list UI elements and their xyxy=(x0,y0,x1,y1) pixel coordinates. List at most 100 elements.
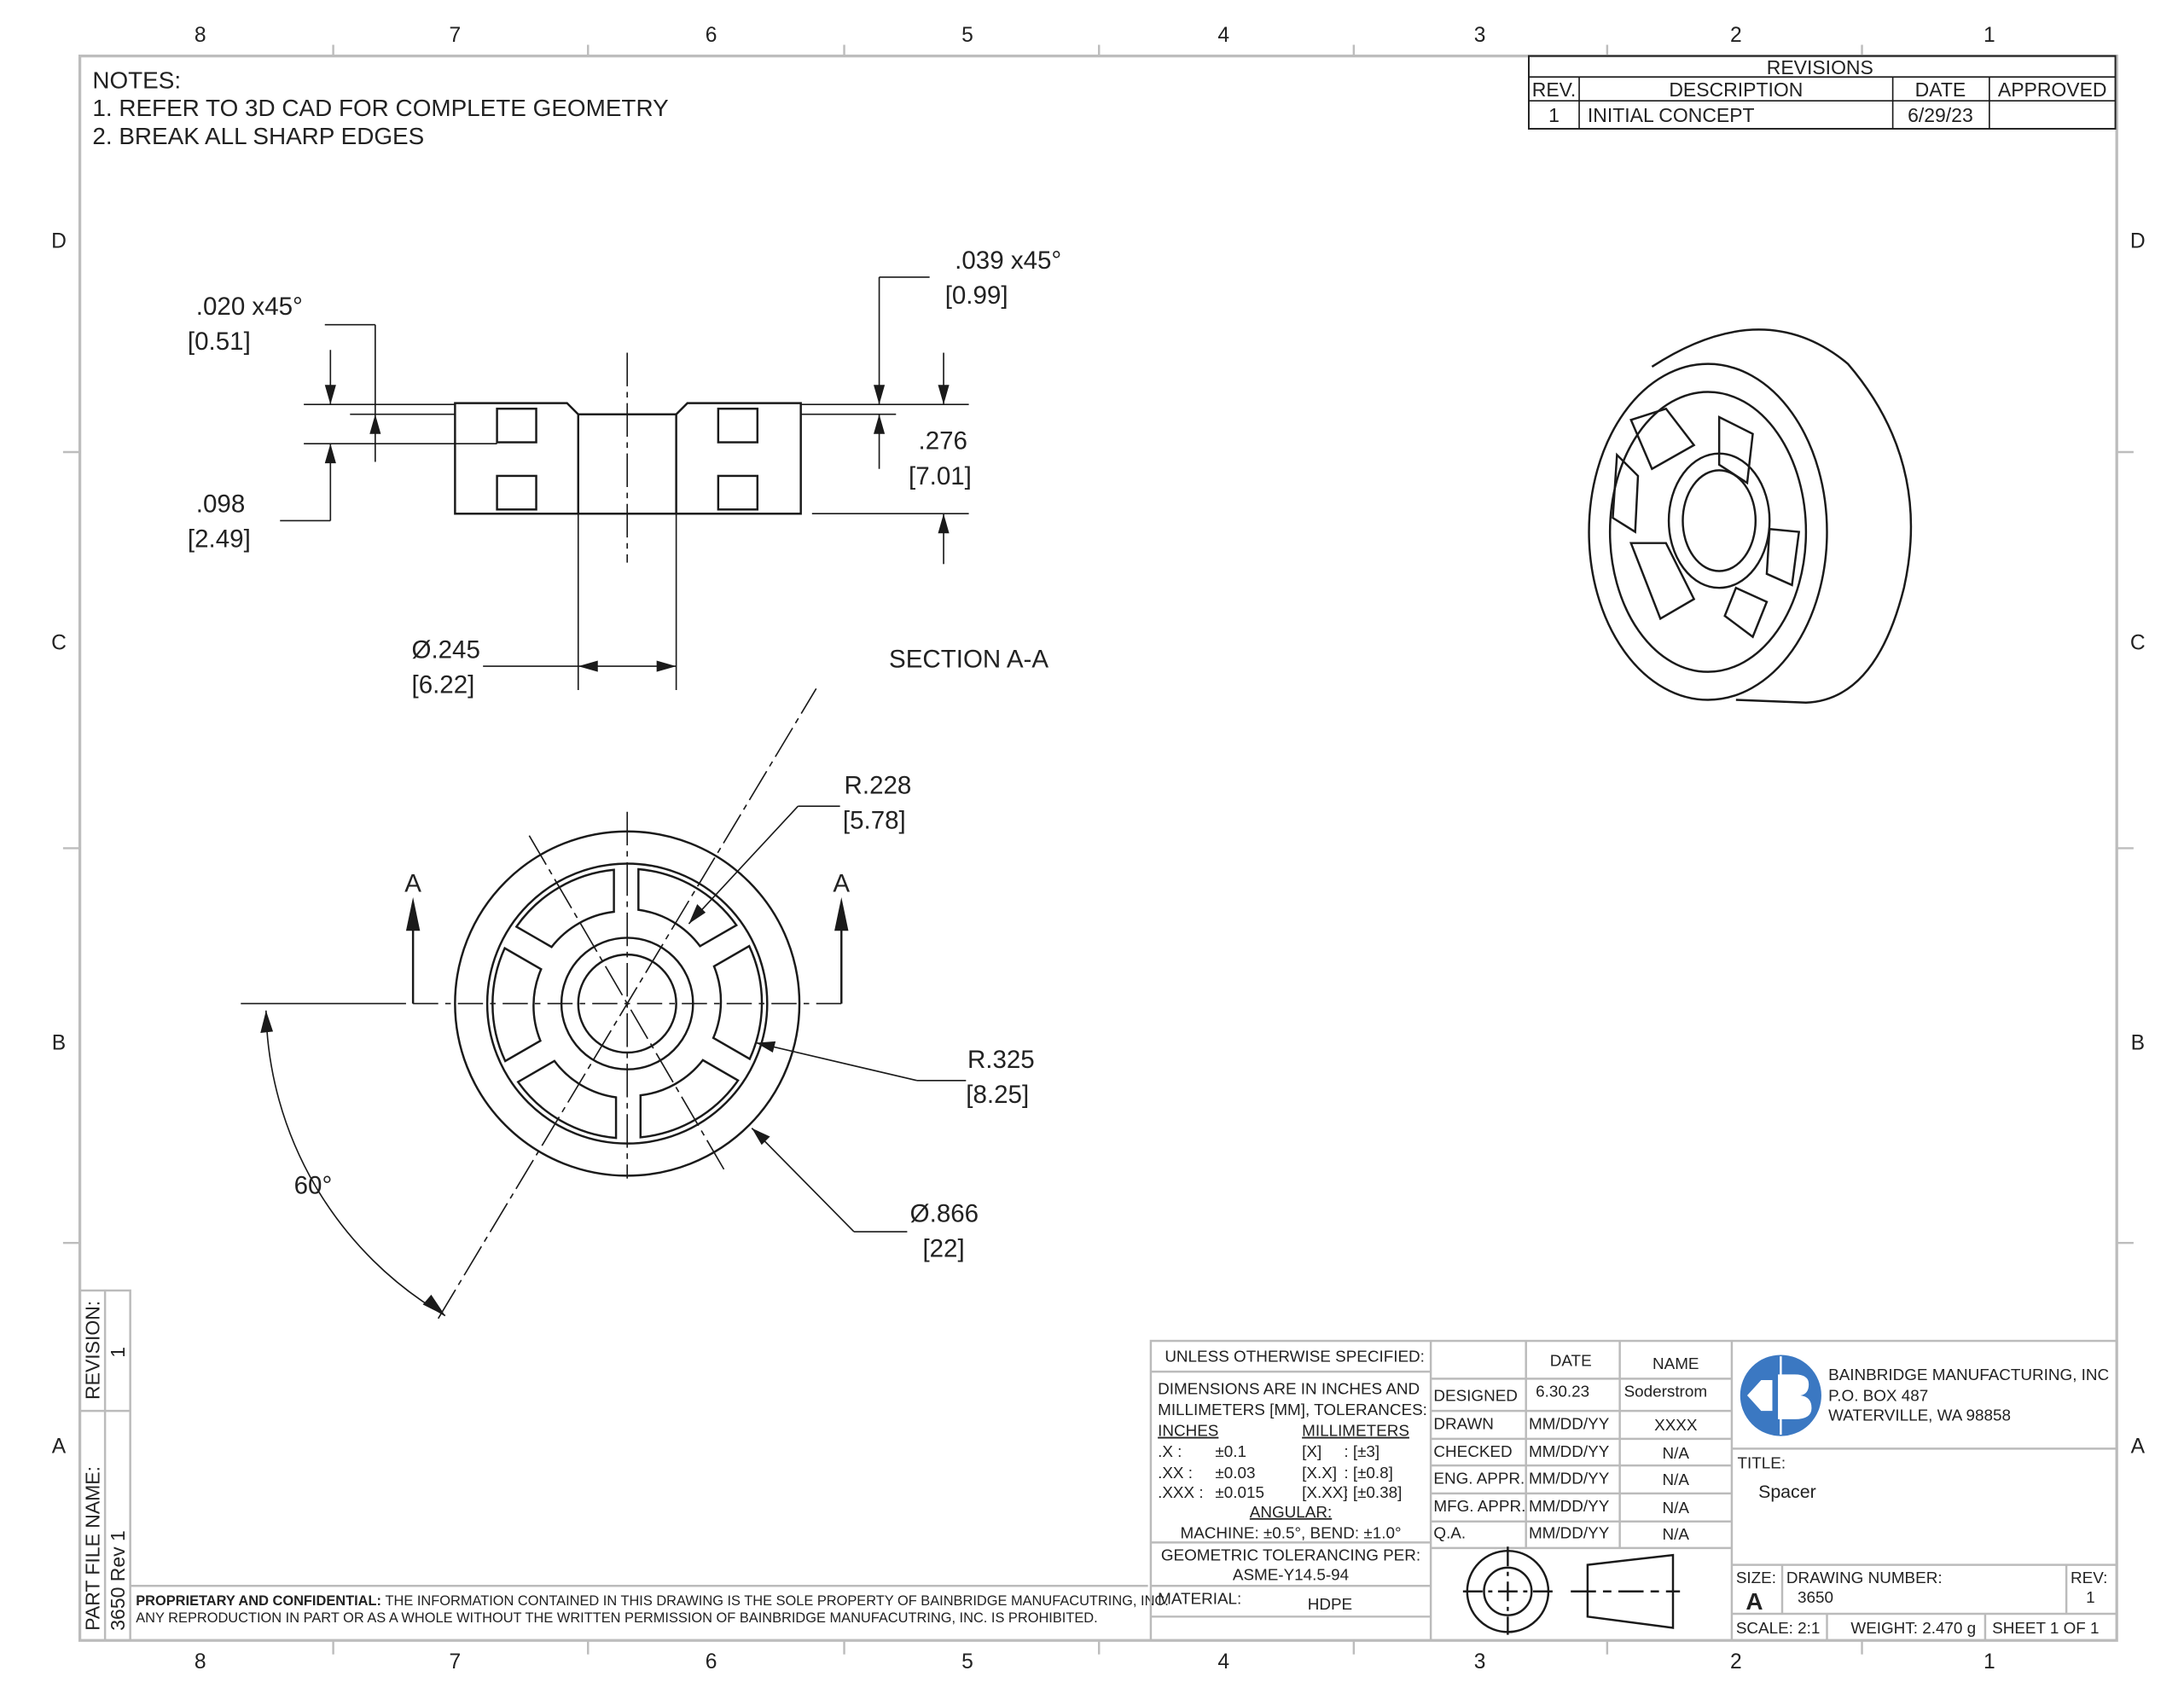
zone-col: 4 xyxy=(1217,1650,1229,1673)
weight: WEIGHT: 2.470 g xyxy=(1850,1619,1976,1637)
zone-col: 1 xyxy=(1984,24,1995,47)
angular-values: MACHINE: ±0.5°, BEND: ±1.0° xyxy=(1181,1523,1402,1541)
drawing-number-label: DRAWING NUMBER: xyxy=(1786,1569,1943,1586)
section-view: .020 x45° [0.51] .039 x45° [0.99] .098 [… xyxy=(188,247,1061,699)
approval-role: MFG. APPR. xyxy=(1433,1497,1525,1515)
proprietary-bold: PROPRIETARY AND CONFIDENTIAL: xyxy=(136,1593,381,1609)
approval-date: 6.30.23 xyxy=(1536,1383,1589,1401)
zone-col: 3 xyxy=(1474,1650,1486,1673)
approval-date: MM/DD/YY xyxy=(1529,1523,1610,1541)
dim-r-inner-mm: [5.78] xyxy=(843,806,906,834)
proprietary-notice: PROPRIETARY AND CONFIDENTIAL: THE INFORM… xyxy=(130,1584,1169,1626)
rev-header: APPROVED xyxy=(1998,78,2107,101)
zone-col: 5 xyxy=(961,1650,973,1673)
zone-col: 2 xyxy=(1730,1650,1742,1673)
tol-inch-val: ±0.03 xyxy=(1215,1464,1255,1482)
tol-mm: [X.X] xyxy=(1302,1464,1337,1482)
zone-col: 4 xyxy=(1217,24,1229,47)
zone-col: 7 xyxy=(450,1650,462,1673)
svg-text:PROPRIETARY AND CONFIDENTIAL:: PROPRIETARY AND CONFIDENTIAL: THE INFORM… xyxy=(136,1593,1169,1609)
approval-date: MM/DD/YY xyxy=(1529,1414,1610,1432)
approval-role: ENG. APPR. xyxy=(1433,1469,1525,1487)
approval-name: N/A xyxy=(1663,1444,1690,1462)
approval-role: DRAWN xyxy=(1433,1414,1494,1432)
date-header: DATE xyxy=(1550,1352,1592,1370)
mm-header: MILLIMETERS xyxy=(1302,1422,1409,1440)
dim-height-mm: [7.01] xyxy=(909,462,972,490)
zone-row: B xyxy=(52,1032,66,1055)
zone-col: 1 xyxy=(1984,1650,1995,1673)
name-header: NAME xyxy=(1653,1354,1699,1372)
dim-r-outer: R.325 xyxy=(967,1046,1035,1074)
tol-mm-val: : [±3] xyxy=(1344,1442,1380,1460)
dim-bore-dia: Ø.245 xyxy=(411,635,479,664)
revision-label: REVISION: xyxy=(82,1301,104,1400)
approval-name: N/A xyxy=(1663,1525,1690,1543)
note-item: 2. BREAK ALL SHARP EDGES xyxy=(92,123,424,149)
zone-col: 2 xyxy=(1730,24,1742,47)
dim-angle: 60° xyxy=(294,1172,333,1200)
tol-inch: .X : xyxy=(1158,1442,1182,1460)
approval-date: MM/DD/YY xyxy=(1529,1442,1610,1460)
zone-col: 6 xyxy=(706,24,717,47)
angular-label: ANGULAR: xyxy=(1250,1503,1332,1521)
company-address: P.O. BOX 487 xyxy=(1828,1387,1928,1405)
approval-name: N/A xyxy=(1663,1470,1690,1488)
tol-mm-val: : [±0.8] xyxy=(1344,1464,1393,1482)
rev-header: DATE xyxy=(1915,78,1966,101)
rev-value: 1 xyxy=(2086,1588,2095,1606)
zone-row: A xyxy=(52,1435,67,1458)
rev-header: REV. xyxy=(1532,78,1577,101)
dim-chamfer-large-mm: [0.99] xyxy=(945,281,1008,310)
material-label: MATERIAL: xyxy=(1158,1590,1241,1608)
tol-inch-val: ±0.1 xyxy=(1215,1442,1246,1460)
approval-role: CHECKED xyxy=(1433,1442,1512,1460)
size-label: SIZE: xyxy=(1736,1569,1776,1586)
zone-col: 8 xyxy=(195,24,206,47)
dim-bore-dia-mm: [6.22] xyxy=(411,670,474,699)
dim-height: .276 xyxy=(919,427,967,455)
company-city: WATERVILLE, WA 98858 xyxy=(1828,1407,2011,1424)
part-title: Spacer xyxy=(1758,1482,1816,1502)
approval-date: MM/DD/YY xyxy=(1529,1497,1610,1515)
tol-mm: [X.XX] xyxy=(1302,1483,1347,1501)
projection-symbol xyxy=(1462,1546,1681,1635)
zone-row: D xyxy=(51,229,67,252)
approval-role: DESIGNED xyxy=(1433,1387,1518,1405)
dim-outer-dia-mm: [22] xyxy=(922,1235,964,1263)
approval-name: N/A xyxy=(1663,1499,1690,1517)
zone-col: 6 xyxy=(706,1650,717,1673)
revision-value: 1 xyxy=(107,1347,129,1358)
dim-chamfer-large: .039 x45° xyxy=(955,247,1061,275)
dim-depth-mm: [2.49] xyxy=(188,525,251,554)
inches-header: INCHES xyxy=(1158,1422,1218,1440)
file-name-value: 3650 Rev 1 xyxy=(107,1530,129,1630)
isometric-view xyxy=(1588,328,1913,704)
dims-line2: MILLIMETERS [MM], TOLERANCES: xyxy=(1158,1401,1427,1418)
zone-col: 7 xyxy=(450,24,462,47)
file-name-label: PART FILE NAME: xyxy=(82,1466,104,1631)
unless-specified: UNLESS OTHERWISE SPECIFIED: xyxy=(1165,1348,1425,1366)
tol-inch-val: ±0.015 xyxy=(1215,1483,1264,1501)
zone-row: D xyxy=(2130,229,2146,252)
dim-outer-dia: Ø.866 xyxy=(910,1200,979,1228)
section-marker-left: A xyxy=(404,869,421,897)
zone-ticks xyxy=(62,44,2134,1655)
company-logo xyxy=(1737,1352,1825,1439)
tol-mm: [X] xyxy=(1302,1442,1321,1460)
dim-chamfer-small: .020 x45° xyxy=(196,293,303,321)
zone-col: 3 xyxy=(1474,24,1486,47)
rev-cell: INITIAL CONCEPT xyxy=(1588,104,1755,126)
size-value: A xyxy=(1745,1588,1763,1615)
rev-header: DESCRIPTION xyxy=(1669,78,1803,101)
revisions-table: REVISIONS REV. DESCRIPTION DATE APPROVED… xyxy=(1527,55,2117,130)
rev-cell: 1 xyxy=(1548,104,1560,126)
zone-col: 5 xyxy=(961,24,973,47)
notes: NOTES: 1. REFER TO 3D CAD FOR COMPLETE G… xyxy=(92,67,668,149)
dims-line1: DIMENSIONS ARE IN INCHES AND xyxy=(1158,1379,1420,1397)
dim-depth: .098 xyxy=(196,490,245,519)
material-value: HDPE xyxy=(1308,1595,1352,1613)
sheet: SHEET 1 OF 1 xyxy=(1992,1619,2099,1637)
